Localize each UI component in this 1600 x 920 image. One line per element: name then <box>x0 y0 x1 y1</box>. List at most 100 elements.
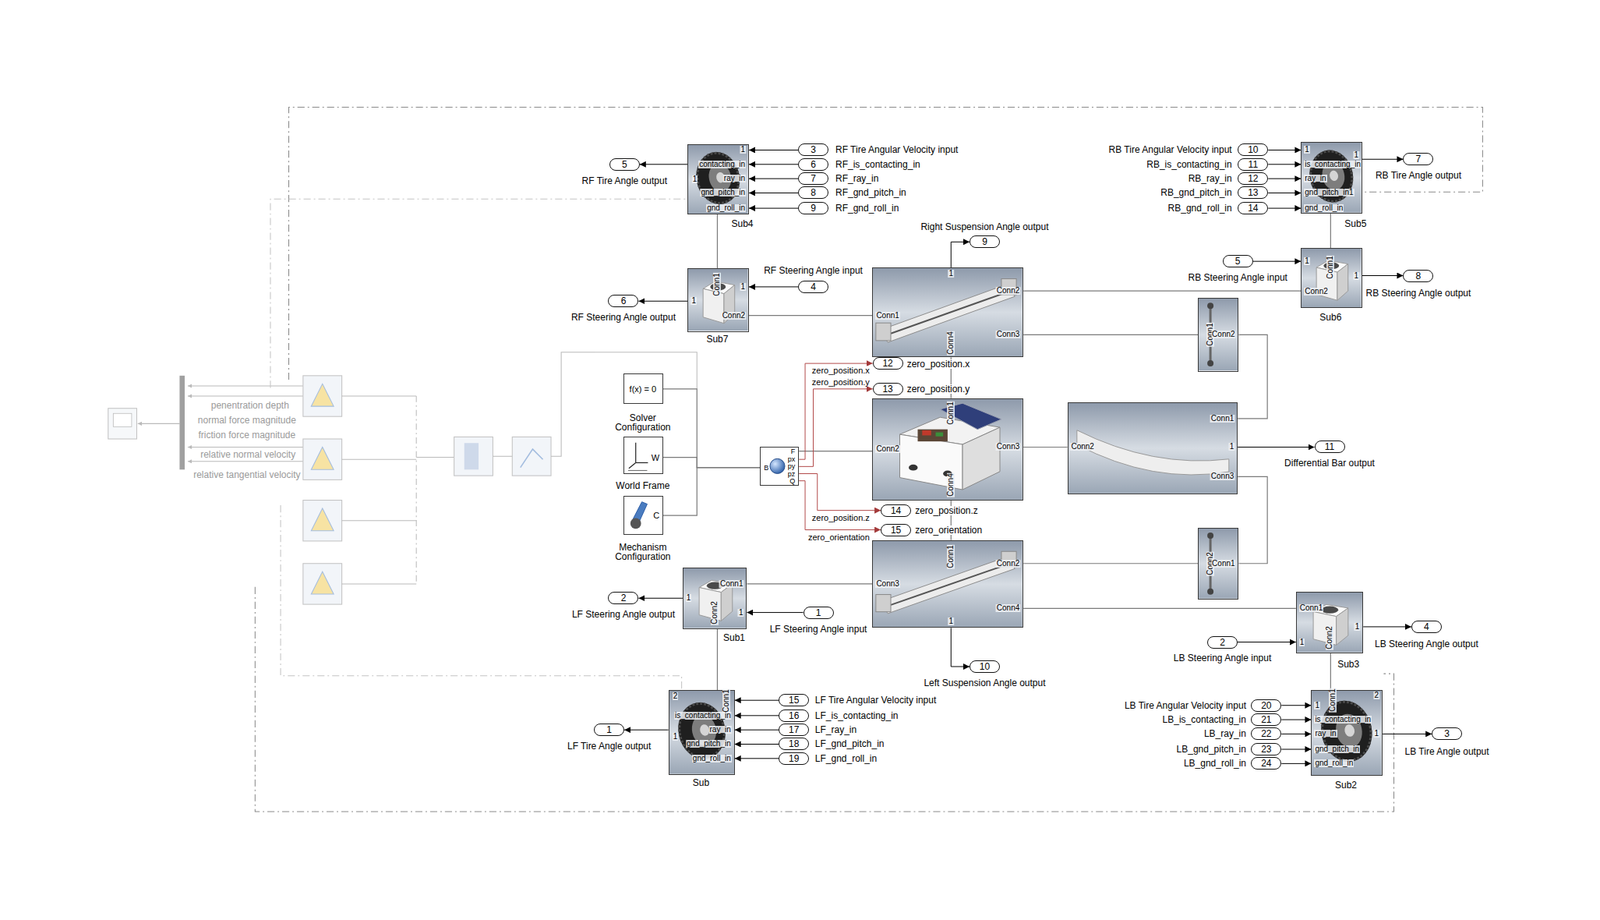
axis <box>635 442 636 463</box>
contact-wire <box>270 198 687 388</box>
outport: 15zero_orientation <box>880 523 912 537</box>
port-label: 1 <box>1354 622 1361 631</box>
outport: 8RB Steering Angle output <box>1402 269 1434 283</box>
port-name: LB Steering Angle input <box>1172 653 1272 663</box>
port-label: 2 <box>672 692 679 700</box>
port-label: is_contacting_in <box>674 711 732 720</box>
port-number: 11 <box>1248 159 1258 170</box>
steering-hub <box>1320 606 1339 614</box>
chassis-block: Conn1Conn2Conn3Conn4 <box>872 398 1024 501</box>
port-name: RB_gnd_roll_in <box>1167 203 1233 213</box>
inport: 24LB_gnd_roll_in <box>1250 756 1282 770</box>
housing-side <box>720 583 732 621</box>
port-label: is_contacting_in <box>1313 715 1372 724</box>
port-name: Left Suspension Angle output <box>922 678 1046 688</box>
suspension-block: 1Conn1Conn2Conn3Conn4 <box>872 267 1024 357</box>
force-sensor-block <box>303 500 343 541</box>
port-name: LF_is_contacting_in <box>814 710 900 721</box>
port-name: RB Steering Angle input <box>1186 272 1288 283</box>
outport: 6RF Steering Angle output <box>607 294 639 308</box>
port-name: RB_ray_in <box>1187 173 1233 184</box>
contact-wire <box>289 106 1484 380</box>
inport: 8RF_gnd_pitch_in <box>798 186 829 199</box>
signal-line <box>734 743 779 745</box>
block-name: Sub2 <box>1334 780 1358 790</box>
mechanism-config-block: Mechanism ConfigurationC <box>623 495 664 535</box>
inport: 10RB Tire Angular Velocity input <box>1237 143 1268 156</box>
steering-block: Sub3Conn111Conn2 <box>1296 591 1364 654</box>
bus-bar <box>179 375 185 470</box>
signal-line <box>1267 208 1301 209</box>
port-label: gnd_roll_in <box>1313 759 1354 767</box>
ground <box>628 469 648 471</box>
block-name: Sub1 <box>722 632 746 643</box>
port-number: 4 <box>1423 621 1430 632</box>
port-label: gnd_roll_in <box>692 754 732 763</box>
port-label: ray_in <box>723 174 746 183</box>
signal-line <box>746 611 803 613</box>
signal-line <box>748 208 799 209</box>
inport: 11RB_is_contacting_in <box>1237 158 1268 171</box>
port-label: Conn4 <box>996 603 1021 612</box>
physical-connection <box>1330 213 1332 249</box>
signal-line <box>639 163 689 165</box>
outport: 5RF Tire Angle output <box>609 158 640 171</box>
port-label: Conn3 <box>875 579 900 588</box>
port-label: gnd_pitch_in <box>1313 745 1360 753</box>
force-sensor-icon <box>310 446 334 470</box>
port-label: 1 <box>1313 701 1321 710</box>
sensor-signal <box>187 460 304 462</box>
inport: 21LB_is_contacting_in <box>1250 713 1282 726</box>
block-name: Sub5 <box>1343 218 1367 229</box>
block-name: Sub3 <box>1336 659 1360 669</box>
inport: 16LF_is_contacting_in <box>778 709 809 722</box>
block-name: Sub6 <box>1318 312 1343 322</box>
inport: 19LF_gnd_roll_in <box>778 752 809 765</box>
port-number: 10 <box>1247 144 1258 155</box>
block-ground <box>872 540 1023 628</box>
block-name: Sub4 <box>730 218 754 229</box>
signal-line <box>1382 733 1432 735</box>
port-number: 14 <box>890 505 901 516</box>
sensor-wire <box>342 519 417 521</box>
port-label: Conn1 <box>719 579 744 588</box>
transform-wire <box>492 455 513 457</box>
arm-end <box>875 322 891 341</box>
inport: 12RB_ray_in <box>1237 172 1268 185</box>
port-number: 9 <box>810 203 816 213</box>
block-ground <box>1301 248 1362 308</box>
outport: 10Left Suspension Angle output <box>969 660 1000 673</box>
port-number: 13 <box>1247 187 1258 198</box>
tire-block: Sub51is_contacting_inray_ingnd_pitch_in1… <box>1300 141 1363 214</box>
port-label: gnd_roll_in <box>1303 204 1344 212</box>
force-sensor-block <box>303 375 343 417</box>
port-number: 15 <box>890 525 901 535</box>
port-name: LF Steering Angle output <box>571 609 676 619</box>
physical-connection <box>1023 334 1198 336</box>
port-number: 1 <box>606 724 612 735</box>
port-label: 2 <box>1373 691 1381 700</box>
port-number: 4 <box>810 282 816 292</box>
outport: 12zero_position.x <box>872 356 904 370</box>
housing-side <box>1335 607 1348 645</box>
port-label: Conn2 <box>1211 330 1236 339</box>
port-name: RB_gnd_pitch_in <box>1159 187 1233 198</box>
signal-line <box>734 714 779 716</box>
signal-line <box>1237 641 1297 643</box>
solver-block: Solver Configurationf(x) = 0 <box>623 373 664 404</box>
port-label: Q <box>788 476 796 484</box>
rod-end <box>1207 303 1214 310</box>
inport: 4RF Steering Angle input <box>798 280 829 294</box>
signal-line <box>1237 446 1314 448</box>
port-label: Conn2 <box>721 311 746 320</box>
port-number: 18 <box>788 738 799 749</box>
port-number: 2 <box>1219 637 1226 647</box>
rod-end <box>1207 360 1214 367</box>
port-label: Conn1 <box>946 401 955 426</box>
suspension-block: Conn1Conn2Conn3Conn41 <box>872 540 1024 629</box>
port-label: Conn1 <box>1299 603 1324 612</box>
port-number: 10 <box>979 661 990 672</box>
port-name: RF Steering Angle output <box>570 312 677 322</box>
signal-label: zero_orientation <box>807 532 871 541</box>
